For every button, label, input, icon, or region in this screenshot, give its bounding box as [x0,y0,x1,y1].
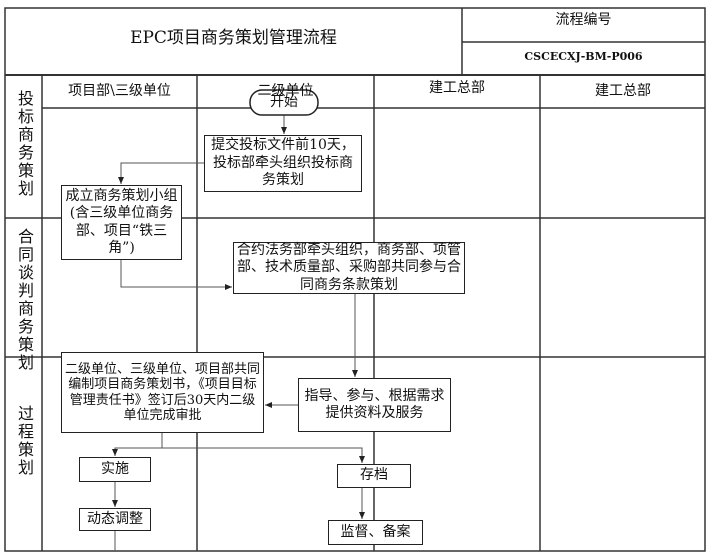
contract-planning-box: 合约法务部牵头组织，商务部、项管部、技术质量部、采购部共同参与合同商务条款策划 [233,242,465,294]
lane-bidding: 投标商务策划 [15,90,34,198]
submit-bid-box: 提交投标文件前10天，投标部牵头组织投标商务策划 [204,135,362,192]
column-header-project-dept: 项目部\三级单位 [68,83,171,99]
establish-team-box: 成立商务策划小组(含三级单位商务部、项目“铁三角”) [61,185,182,260]
archive-box: 存档 [337,464,411,488]
start-node: 开始 [270,94,298,110]
column-header-hq-2: 建工总部 [595,83,651,99]
guide-support-box: 指导、参与、根据需求提供资料及服务 [298,378,451,432]
page-title: EPC项目商务策划管理流程 [130,28,337,48]
process-code-label: 流程编号 [555,12,612,28]
process-code-value: CSCECXJ-BM-P006 [524,50,643,63]
dynamic-adjust-box: 动态调整 [79,508,151,531]
lane-process: 过程策划 [15,405,34,477]
lane-contract: 合同谈判商务策划 [15,228,34,372]
column-header-hq-1: 建工总部 [429,80,485,96]
column-header-second-level: 二级单位 [257,83,314,99]
implement-box: 实施 [79,457,151,482]
compile-plan-box: 二级单位、三级单位、项目部共同编制项目商务策划书，《项目目标管理责任书》签订后3… [61,352,264,433]
supervise-file-box: 监督、备案 [328,520,423,545]
